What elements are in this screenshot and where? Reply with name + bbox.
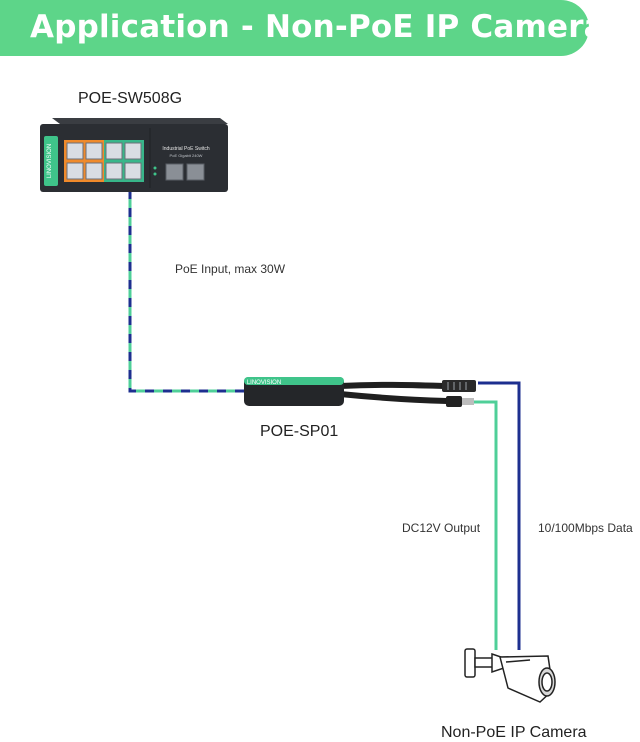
rj45-port-icon	[66, 162, 84, 180]
camera-name-label: Non-PoE IP Camera	[441, 724, 587, 741]
switch-brand-text: LINOVISION	[47, 144, 53, 178]
sfp-port-icon	[186, 163, 205, 181]
poe-input-label: PoE Input, max 30W	[175, 262, 286, 276]
title-banner: Application - Non-PoE IP Camera	[0, 0, 605, 56]
rj45-port-icon	[124, 162, 142, 180]
rj45-port-icon	[105, 142, 123, 160]
rj45-port-icon	[85, 162, 103, 180]
rj45-port-icon	[85, 142, 103, 160]
rj45-port-icon	[66, 142, 84, 160]
rj45-port-icon	[124, 142, 142, 160]
data-link-label: 10/100Mbps Data	[538, 521, 633, 535]
rj45-plug-icon	[442, 380, 476, 392]
page-title: Application - Non-PoE IP Camera	[30, 9, 605, 45]
poe-switch: LINOVISION Industrial PoE Switch PoE Gig…	[40, 118, 228, 192]
rj45-port-icon	[105, 162, 123, 180]
splitter-model-label: POE-SP01	[260, 423, 339, 440]
switch-panel-subtitle: PoE Gigabit 240W	[170, 153, 203, 158]
dc-output-cable	[474, 400, 498, 650]
poe-splitter: LINOVISION	[244, 377, 476, 407]
switch-brand-strip	[44, 136, 58, 186]
sfp-port-icon	[165, 163, 184, 181]
splitter-brand-text: LINOVISION	[247, 380, 281, 386]
poe-input-cable	[128, 190, 248, 393]
switch-panel-title: Industrial PoE Switch	[162, 146, 209, 152]
camera-icon	[464, 648, 556, 703]
data-cable	[478, 381, 521, 650]
dc-plug-icon	[446, 396, 462, 407]
switch-model-label: POE-SW508G	[78, 90, 183, 107]
dc-output-label: DC12V Output	[402, 521, 481, 535]
